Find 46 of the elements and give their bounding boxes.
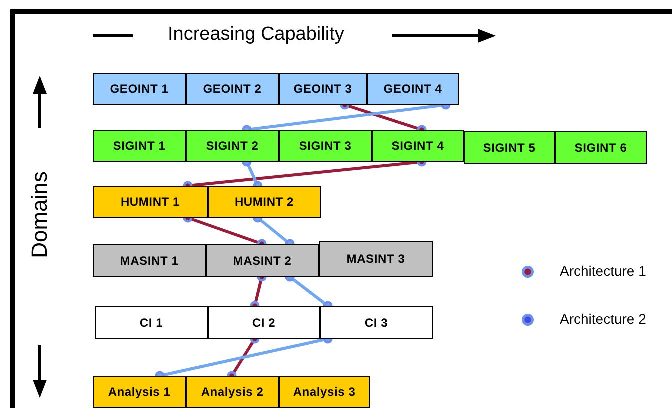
- humint-cell: [93, 186, 208, 218]
- cell-label: MASINT 1: [120, 254, 179, 268]
- cell-label: SIGINT 1: [113, 139, 166, 153]
- sigint-cell: [279, 130, 372, 162]
- cell-label: SIGINT 3: [299, 139, 352, 153]
- geoint-cell: [279, 73, 367, 105]
- cell-label: CI 3: [364, 316, 388, 330]
- cell-label: HUMINT 2: [234, 195, 294, 209]
- masint-cell: [93, 244, 206, 277]
- cell-label: GEOINT 2: [203, 82, 262, 96]
- geoint-cell: [186, 73, 279, 105]
- cell-label: SIGINT 5: [483, 140, 536, 154]
- sigint-cell: [372, 130, 464, 162]
- geoint-cell: [93, 73, 186, 105]
- cell-label: CI 2: [252, 316, 276, 330]
- analysis-cell: [186, 376, 279, 408]
- legend-label: Architecture 1: [560, 263, 646, 279]
- axis-title: Increasing Capability: [168, 24, 344, 46]
- humint-cell: [208, 186, 321, 218]
- cell-label: SIGINT 6: [574, 140, 628, 154]
- ci-cell: [320, 306, 433, 339]
- cell-label: Analysis 1: [108, 385, 171, 399]
- cell-label: Analysis 3: [293, 385, 356, 399]
- legend-label: Architecture 2: [560, 311, 646, 327]
- analysis-cell: [93, 376, 186, 408]
- sigint-cell: [555, 131, 647, 164]
- cell-label: GEOINT 3: [294, 82, 352, 96]
- cell-label: Analysis 2: [201, 385, 264, 399]
- sigint-cell: [464, 131, 555, 164]
- sigint-cell: [186, 130, 279, 162]
- sigint-cell: [93, 130, 186, 162]
- analysis-cell: [279, 376, 370, 408]
- cell-label: MASINT 2: [233, 254, 292, 268]
- cell-label: SIGINT 2: [206, 139, 259, 153]
- ci-cell: [95, 306, 208, 339]
- masint-cell: [319, 241, 433, 277]
- axis-title: Domains: [27, 172, 53, 258]
- cell-label: MASINT 3: [346, 252, 406, 266]
- cell-label: SIGINT 4: [392, 139, 444, 153]
- cell-label: GEOINT 1: [110, 82, 169, 96]
- masint-cell: [206, 244, 319, 277]
- cell-label: HUMINT 1: [120, 195, 180, 209]
- cell-label: CI 1: [140, 316, 164, 330]
- geoint-cell: [367, 73, 459, 105]
- ci-cell: [208, 306, 320, 339]
- cell-label: GEOINT 4: [384, 82, 442, 96]
